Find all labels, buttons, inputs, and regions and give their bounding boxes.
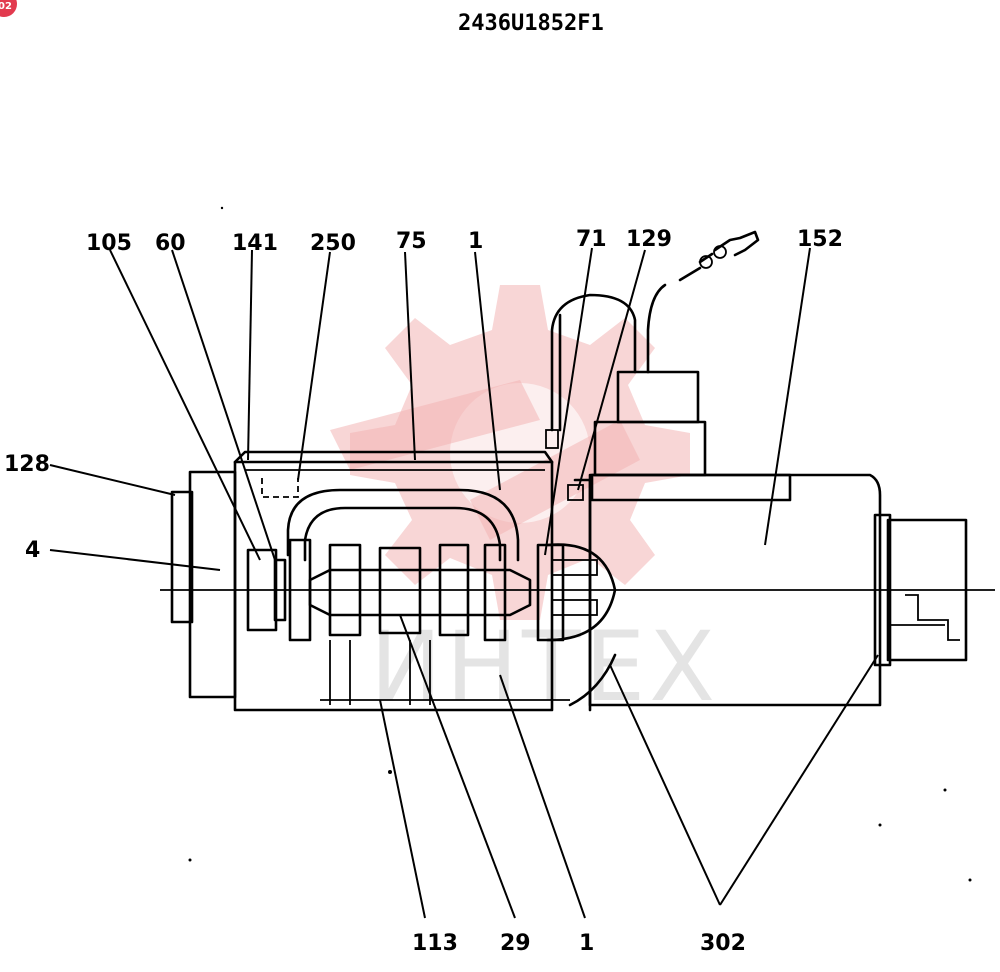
label-75: 75 <box>396 229 427 254</box>
corner-badge: 02 <box>0 0 17 17</box>
label-302: 302 <box>700 931 746 956</box>
label-105: 105 <box>86 231 132 256</box>
drawing-number: 2436U1852F1 <box>458 11 604 36</box>
corner-badge-text: 02 <box>0 1 12 12</box>
label-141: 141 <box>232 231 278 256</box>
label-29: 29 <box>500 931 531 956</box>
label-60: 60 <box>155 231 186 256</box>
leader-lines <box>49 247 879 919</box>
label-128: 128 <box>4 452 50 477</box>
label-152: 152 <box>797 227 843 252</box>
label-1-top: 1 <box>468 229 483 254</box>
label-1-bottom: 1 <box>579 931 594 956</box>
label-4: 4 <box>25 538 40 563</box>
label-250: 250 <box>310 231 356 256</box>
scan-specks <box>188 206 972 882</box>
label-113: 113 <box>412 931 458 956</box>
label-71: 71 <box>576 227 607 252</box>
solenoid-assembly <box>545 230 968 712</box>
label-129: 129 <box>626 227 672 252</box>
